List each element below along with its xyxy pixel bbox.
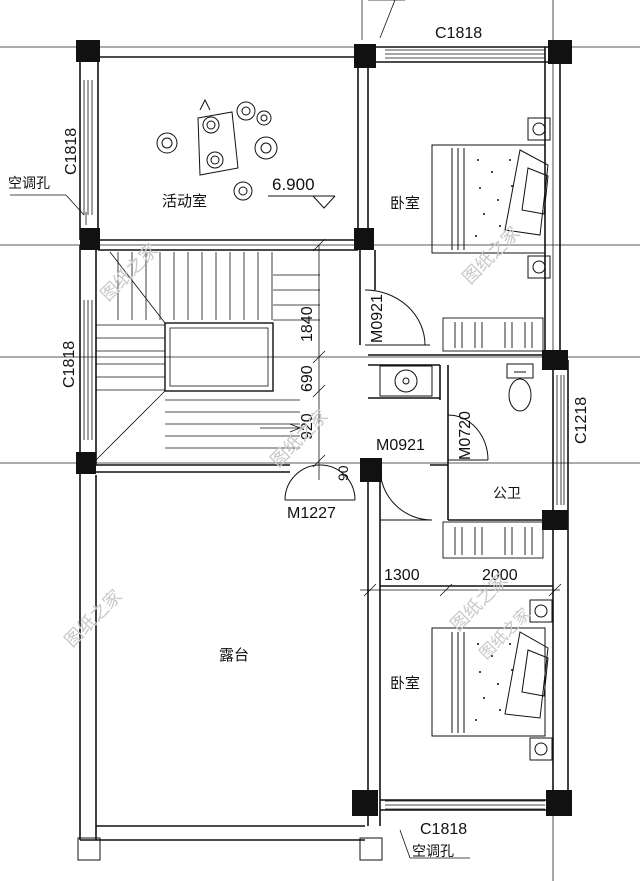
bed-bottom-dots bbox=[475, 643, 513, 721]
ac-hole-label-bottom: 空调孔 bbox=[412, 844, 454, 860]
dimension-stair-mid: 690 bbox=[299, 365, 316, 392]
ac-hole-label-top: 空调孔 bbox=[8, 176, 50, 192]
walls bbox=[79, 46, 569, 841]
dimension-width-right: 2000 bbox=[482, 567, 518, 584]
toilet bbox=[506, 363, 534, 412]
door-label-terrace: M1227 bbox=[287, 505, 336, 522]
washbasin bbox=[379, 365, 433, 397]
windows bbox=[83, 49, 565, 810]
doors bbox=[284, 289, 489, 521]
room-label-bathroom: 公卫 bbox=[493, 486, 521, 502]
dimension-door-gap: 90 bbox=[335, 465, 351, 481]
room-label-bedroom-top: 卧室 bbox=[390, 194, 420, 212]
bed-top-dots bbox=[475, 159, 513, 237]
door-label-bedroom-top: M0921 bbox=[369, 294, 386, 343]
watermark: 图纸之家 bbox=[61, 586, 127, 652]
room-label-activity: 活动室 bbox=[162, 192, 207, 210]
window-label-left-top: C1818 bbox=[63, 128, 80, 175]
window-label-right: C1218 bbox=[573, 397, 590, 444]
room-label-bedroom-bottom: 卧室 bbox=[390, 674, 420, 692]
window-label-top: C1818 bbox=[435, 25, 482, 42]
staircase bbox=[95, 251, 320, 461]
elevation-marker bbox=[268, 195, 336, 209]
elevation-label: 6.900 bbox=[272, 175, 315, 194]
bed-top bbox=[431, 117, 551, 279]
plants bbox=[156, 98, 278, 201]
column-outlines bbox=[77, 837, 383, 861]
window-label-left-stair: C1818 bbox=[61, 341, 78, 388]
wardrobes bbox=[442, 317, 544, 559]
watermark: 图纸之家 bbox=[459, 223, 525, 289]
dimension-stair-upper: 1840 bbox=[299, 306, 316, 342]
dimension-lines bbox=[10, 0, 562, 859]
columns bbox=[76, 40, 572, 816]
window-label-bottom: C1818 bbox=[420, 821, 467, 838]
dimension-stair-lower: 920 bbox=[299, 413, 316, 440]
door-label-bedroom-bottom: M0921 bbox=[376, 437, 425, 454]
door-label-bath: M0720 bbox=[457, 411, 474, 460]
watermark: 图纸之家 bbox=[475, 604, 534, 663]
dimension-width-left: 1300 bbox=[384, 567, 420, 584]
room-label-terrace: 露台 bbox=[219, 646, 249, 664]
bed-bottom bbox=[431, 599, 553, 761]
